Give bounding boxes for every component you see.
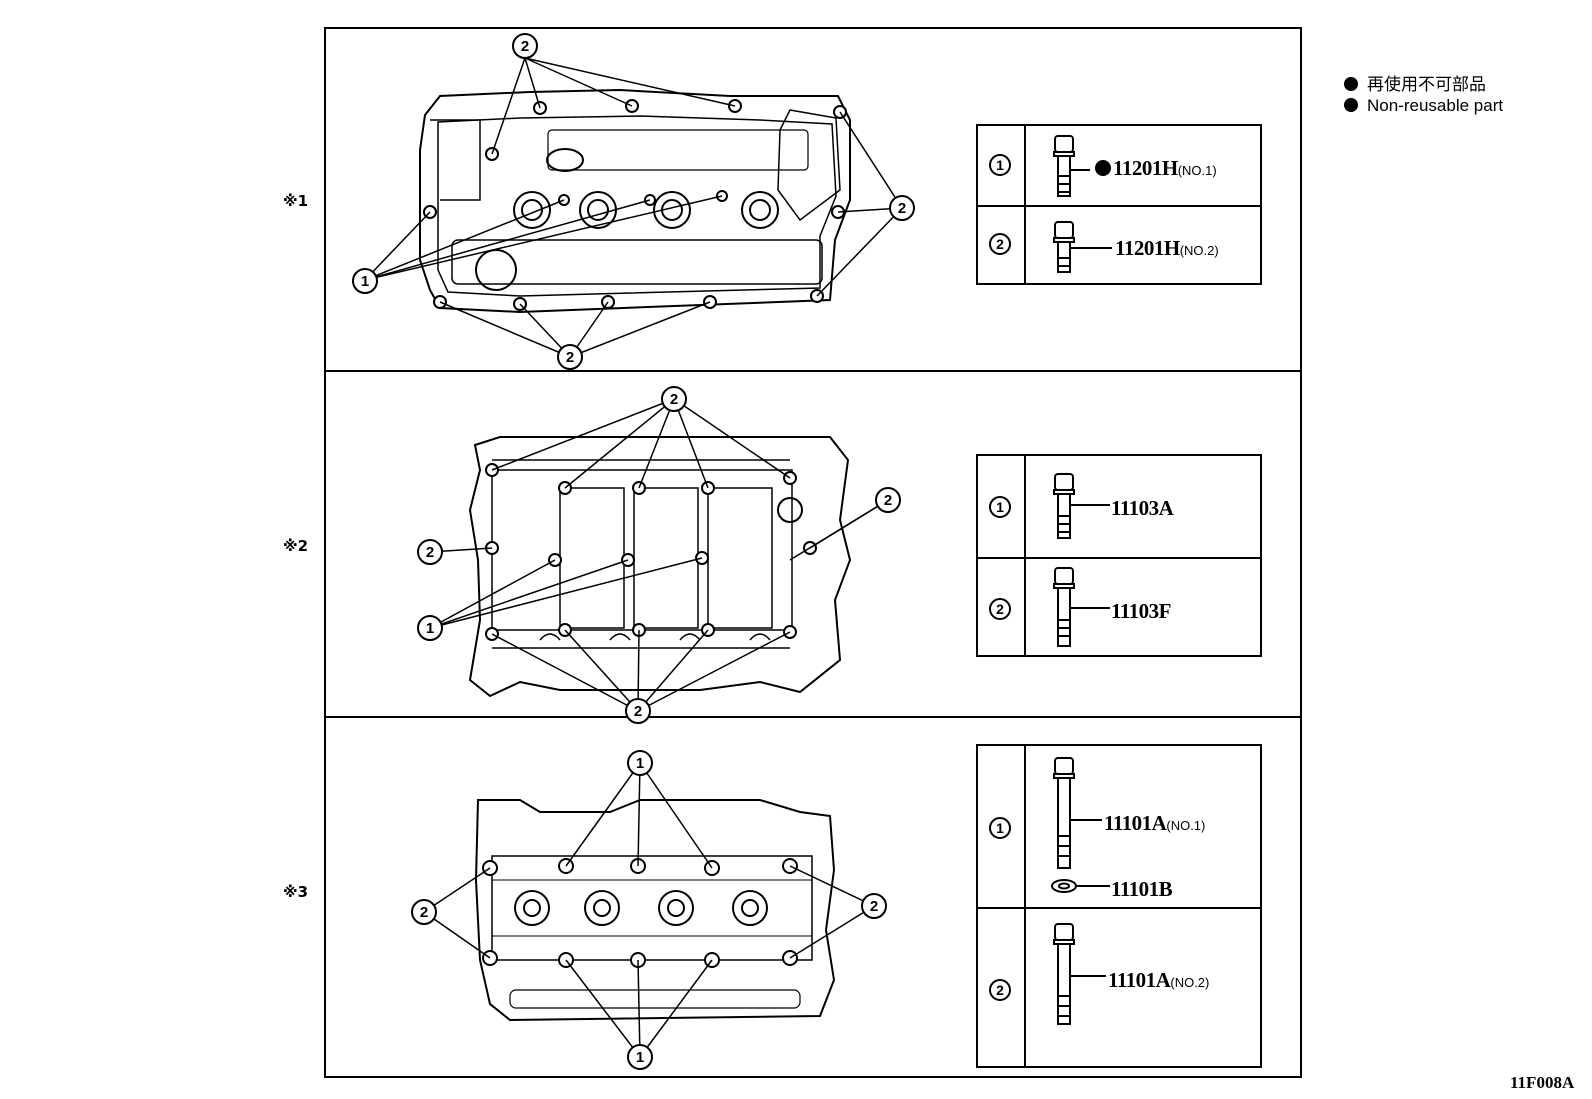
- svg-text:1: 1: [636, 1049, 644, 1066]
- bolt-icon-11201H-1: [1053, 135, 1090, 197]
- callout-2: 2: [989, 979, 1011, 1001]
- part-number-row: 11201H(NO.2): [1115, 236, 1219, 260]
- part-number-row: 11101A(NO.1): [1104, 811, 1206, 835]
- non-reusable-dot-icon: [1344, 98, 1358, 112]
- section-label-3: ※3: [283, 883, 309, 901]
- bolt-icon-11103A: [1053, 473, 1110, 539]
- non-reusable-dot-icon: [1095, 160, 1111, 176]
- bolt-holes-section-1: [423, 99, 847, 311]
- callout-1: 1: [989, 154, 1011, 176]
- parts-table-1: 1 2 11201H(NO.1) 11201H(NO.2): [976, 124, 1262, 285]
- svg-text:2: 2: [634, 703, 642, 720]
- part-number-row: 11201H(NO.1): [1095, 156, 1217, 181]
- callout-1: 1: [417, 615, 443, 641]
- svg-text:2: 2: [670, 391, 678, 408]
- callout-2: 2: [889, 195, 915, 221]
- bolt-icon-11101A-2: [1053, 923, 1106, 1025]
- callout-2: 2: [625, 698, 651, 724]
- callout-1: 1: [989, 817, 1011, 839]
- svg-text:2: 2: [426, 544, 434, 561]
- svg-text:2: 2: [566, 349, 574, 366]
- leader-lines-section-1: [364, 57, 903, 358]
- callout-circles: 2 2 1 2 2 2 2 1 2 1 2 2 1: [352, 33, 915, 1070]
- svg-text:1: 1: [426, 620, 434, 637]
- svg-text:2: 2: [521, 38, 529, 55]
- callout-2: 2: [989, 598, 1011, 620]
- part-number-row: 11101A(NO.2): [1108, 968, 1210, 992]
- callout-2: 2: [512, 33, 538, 59]
- section-label-2: ※2: [283, 537, 309, 555]
- bolt-icon-11103F: [1053, 567, 1110, 647]
- section-label-1: ※1: [283, 192, 309, 210]
- svg-text:1: 1: [361, 273, 369, 290]
- cylinder-head-drawing: [474, 799, 836, 1022]
- callout-2: 2: [557, 344, 583, 370]
- bolt-icon-11101A-1: [1053, 757, 1102, 869]
- diagram-frame: [324, 27, 1302, 1078]
- callout-2: 2: [417, 539, 443, 565]
- callout-1: 1: [352, 268, 378, 294]
- callout-1: 1: [627, 1044, 653, 1070]
- bolt-icon-11201H-2: [1053, 221, 1112, 273]
- leader-lines-section-2: [429, 398, 889, 712]
- callout-2: 2: [661, 386, 687, 412]
- washer-icon-11101B: [1051, 879, 1110, 893]
- parts-table-2: 1 2 11103A 11103F: [976, 454, 1262, 657]
- legend-ja: 再使用不可部品: [1344, 70, 1486, 95]
- svg-text:1: 1: [636, 755, 644, 772]
- cylinder-head-cover-drawing: [419, 88, 851, 314]
- callout-2: 2: [989, 233, 1011, 255]
- svg-text:2: 2: [898, 200, 906, 217]
- callout-2: 2: [411, 899, 437, 925]
- svg-text:2: 2: [420, 904, 428, 921]
- svg-text:2: 2: [870, 898, 878, 915]
- leader-lines-section-3: [423, 762, 875, 1058]
- callout-1: 1: [627, 750, 653, 776]
- callout-1: 1: [989, 496, 1011, 518]
- section-divider: [326, 370, 1300, 372]
- figure-code: 11F008A: [1510, 1073, 1575, 1092]
- part-number-row: 11103F: [1111, 599, 1172, 623]
- section-divider: [326, 716, 1300, 718]
- svg-text:2: 2: [884, 492, 892, 509]
- callout-2: 2: [875, 487, 901, 513]
- callout-2: 2: [861, 893, 887, 919]
- part-number-row: 11103A: [1111, 496, 1174, 520]
- legend-en: Non-reusable part: [1344, 96, 1503, 116]
- part-number-row: 11101B: [1111, 877, 1173, 901]
- parts-table-3: 1 2 11101A(NO.1) 11101B 11101A(NO.2): [976, 744, 1262, 1068]
- non-reusable-dot-icon: [1344, 77, 1358, 91]
